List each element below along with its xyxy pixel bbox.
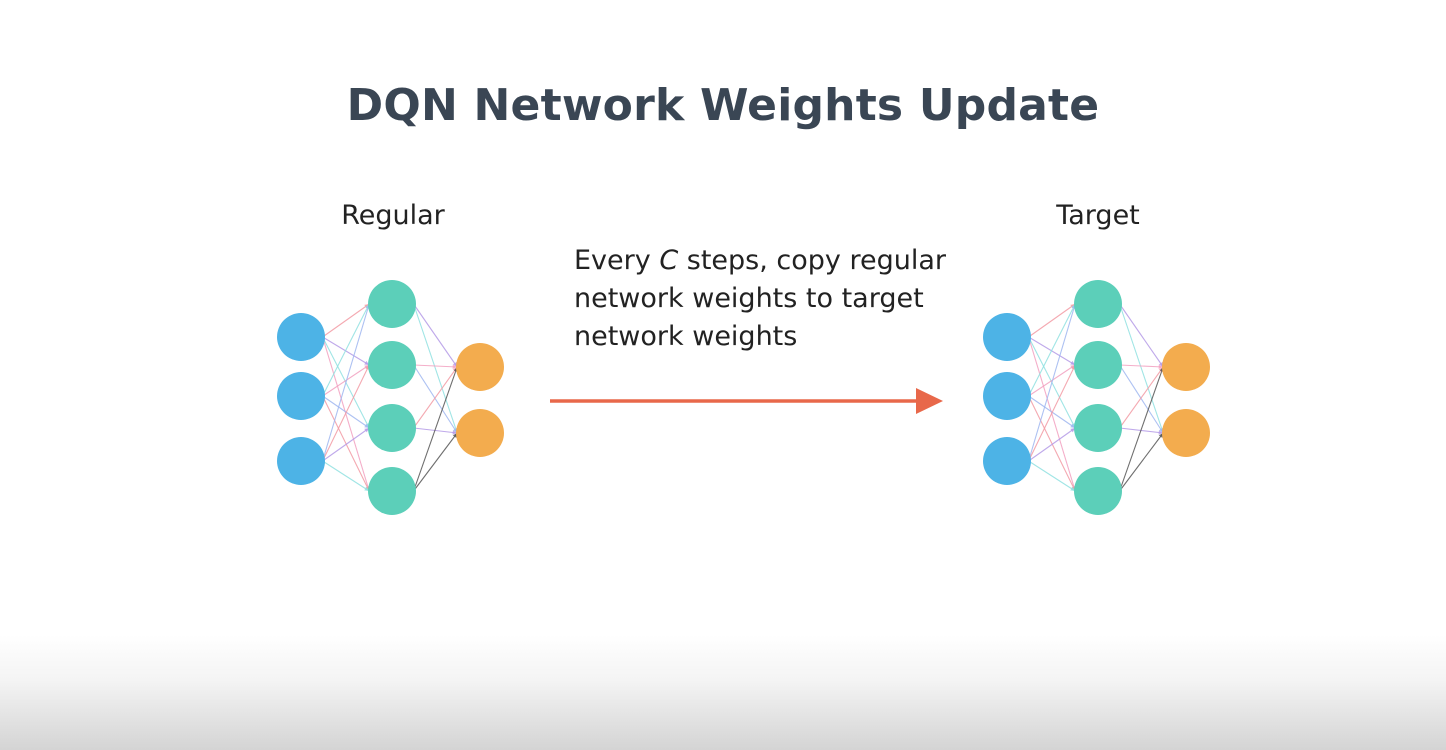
target-connection-arrowhead: [1070, 428, 1076, 433]
regular-connection-line: [322, 364, 370, 397]
regular-connection-arrowhead: [364, 486, 370, 491]
target-input-node: [983, 313, 1031, 361]
caption-text-start: Every: [574, 245, 660, 276]
regular-connection-arrowhead: [452, 364, 458, 369]
regular-hidden-node: [368, 280, 416, 328]
target-nodes: [983, 280, 1210, 515]
target-hidden-node: [1074, 467, 1122, 515]
regular-hidden-node: [368, 467, 416, 515]
regular-hidden-node: [368, 341, 416, 389]
target-network-label: Target: [1056, 200, 1140, 231]
target-hidden-node: [1074, 341, 1122, 389]
regular-hidden-node: [368, 404, 416, 452]
target-connection-line: [1119, 303, 1164, 434]
regular-connection-line: [322, 364, 370, 462]
regular-connection-line: [413, 303, 458, 434]
target-connection-line: [1119, 432, 1164, 492]
regular-connection-arrowhead: [452, 430, 458, 435]
target-connection-line: [1119, 364, 1164, 434]
regular-input-node: [277, 437, 325, 485]
target-connection-line: [1028, 303, 1076, 462]
regular-connection-line: [413, 366, 458, 429]
regular-network: [277, 280, 504, 515]
caption-variable-c: C: [659, 245, 679, 276]
regular-connection-line: [322, 395, 370, 492]
regular-connection-line: [322, 303, 370, 397]
target-connection-arrowhead: [1070, 486, 1076, 491]
copy-weights-caption: Every C steps, copy regular network weig…: [574, 242, 954, 356]
target-connection-line: [1028, 364, 1076, 397]
target-connection-line: [1119, 366, 1164, 429]
regular-connection-line: [322, 460, 370, 492]
target-connection-line: [1119, 364, 1164, 368]
caption-text-end: steps, copy regular network weights to t…: [574, 245, 946, 352]
target-connection-line: [1028, 460, 1076, 492]
target-network: [983, 280, 1210, 515]
regular-connection-line: [413, 303, 458, 368]
slide-title: DQN Network Weights Update: [346, 80, 1100, 131]
target-connection-line: [1119, 366, 1164, 492]
target-connections: [1028, 303, 1164, 492]
target-input-node: [983, 437, 1031, 485]
regular-connection-arrowhead: [364, 423, 370, 428]
target-connection-line: [1028, 303, 1076, 338]
target-connection-arrowhead: [1070, 423, 1076, 428]
regular-connection-line: [322, 427, 370, 462]
target-connection-line: [1028, 395, 1076, 492]
regular-connection-line: [413, 364, 458, 368]
regular-connection-line: [413, 364, 458, 434]
regular-output-node: [456, 343, 504, 391]
target-connection-line: [1028, 364, 1076, 462]
regular-nodes: [277, 280, 504, 515]
regular-connection-arrowhead: [364, 428, 370, 433]
arrowhead-icon: [916, 388, 943, 414]
target-connection-line: [1119, 303, 1164, 368]
regular-connection-line: [413, 366, 458, 492]
regular-connection-line: [413, 432, 458, 492]
target-hidden-node: [1074, 404, 1122, 452]
copy-arrow: [550, 388, 943, 414]
target-hidden-node: [1074, 280, 1122, 328]
target-connection-arrowhead: [1158, 430, 1164, 435]
target-connection-line: [1028, 427, 1076, 462]
target-connection-arrowhead: [1070, 360, 1076, 365]
target-connection-arrowhead: [1158, 364, 1164, 369]
target-connection-line: [1028, 303, 1076, 397]
target-output-node: [1162, 409, 1210, 457]
target-input-node: [983, 372, 1031, 420]
regular-input-node: [277, 372, 325, 420]
regular-output-node: [456, 409, 504, 457]
target-output-node: [1162, 343, 1210, 391]
regular-connection-line: [322, 303, 370, 338]
regular-input-node: [277, 313, 325, 361]
regular-connection-arrowhead: [364, 360, 370, 365]
regular-network-label: Regular: [341, 200, 445, 231]
regular-connections: [322, 303, 458, 492]
regular-connection-line: [322, 303, 370, 462]
